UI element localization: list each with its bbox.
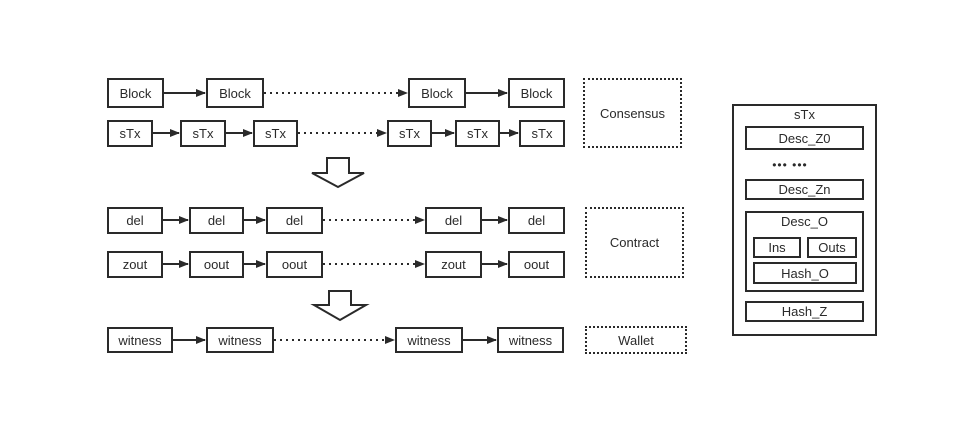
hash-o-box: Hash_O	[753, 262, 857, 284]
stx-structure-panel	[732, 104, 877, 336]
stx-node: sTx	[107, 120, 153, 147]
stx-node: sTx	[180, 120, 226, 147]
block-node: Block	[107, 78, 164, 108]
stx-node: sTx	[253, 120, 298, 147]
ins-box: Ins	[753, 237, 801, 258]
del-node: del	[425, 207, 482, 234]
hash-z-box: Hash_Z	[745, 301, 864, 322]
desc-z0-box: Desc_Z0	[745, 126, 864, 150]
down-arrow-icon	[311, 157, 365, 189]
stx-node: sTx	[519, 120, 565, 147]
del-node: del	[508, 207, 565, 234]
oout-node: oout	[189, 251, 244, 278]
oout-node: oout	[266, 251, 323, 278]
outs-box: Outs	[807, 237, 857, 258]
witness-node: witness	[206, 327, 274, 353]
down-arrow-icon	[310, 290, 370, 322]
desc-o-label: Desc_O	[781, 214, 828, 229]
del-node: del	[189, 207, 244, 234]
block-node: Block	[206, 78, 264, 108]
ellipsis: ••• •••	[772, 158, 808, 172]
stx-panel-title: sTx	[794, 107, 815, 122]
zout-node: zout	[107, 251, 163, 278]
contract-layer: Contract	[585, 207, 684, 278]
witness-node: witness	[497, 327, 564, 353]
block-node: Block	[508, 78, 565, 108]
desc-zn-box: Desc_Zn	[745, 179, 864, 200]
stx-node: sTx	[387, 120, 432, 147]
block-node: Block	[408, 78, 466, 108]
stx-node: sTx	[455, 120, 500, 147]
consensus-layer: Consensus	[583, 78, 682, 148]
zout-node: zout	[425, 251, 482, 278]
del-node: del	[107, 207, 163, 234]
witness-node: witness	[395, 327, 463, 353]
wallet-layer: Wallet	[585, 326, 687, 354]
oout-node: oout	[508, 251, 565, 278]
del-node: del	[266, 207, 323, 234]
desc-o-box	[745, 211, 864, 292]
witness-node: witness	[107, 327, 173, 353]
